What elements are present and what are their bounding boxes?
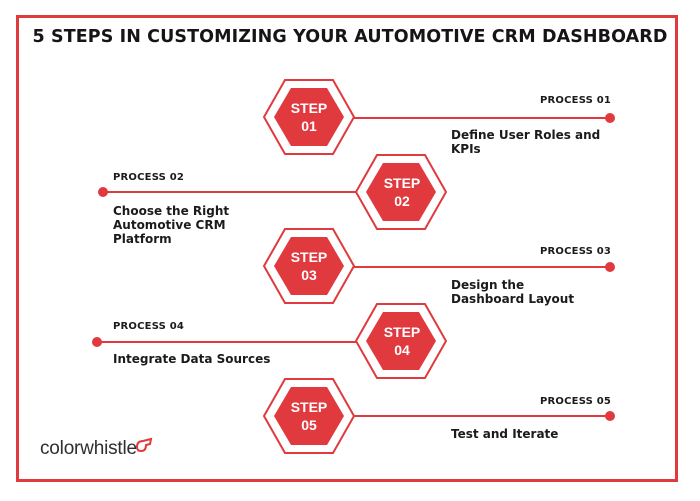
step-hexagon-02: STEP 02: [354, 154, 448, 230]
process-label-04: PROCESS 04: [113, 321, 185, 332]
process-description-04: Integrate Data Sources: [113, 352, 271, 366]
connector-1: [352, 113, 615, 123]
connector-4: [92, 337, 358, 347]
process-label-02: PROCESS 02: [113, 172, 185, 183]
connector-5: [352, 411, 615, 421]
step-hexagon-04: STEP 04: [354, 303, 448, 379]
step-label-03: STEP: [291, 249, 328, 265]
step-number-02: 02: [394, 193, 410, 209]
whistle-icon: [135, 437, 153, 453]
diagram-title: 5 STEPS IN CUSTOMIZING YOUR AUTOMOTIVE C…: [32, 27, 668, 47]
process-label-03: PROCESS 03: [540, 246, 612, 257]
step-label-01: STEP: [291, 100, 328, 116]
process-label-05: PROCESS 05: [540, 396, 612, 407]
step-number-05: 05: [301, 417, 317, 433]
step-label-04: STEP: [384, 324, 421, 340]
step-hexagon-01: STEP 01: [262, 79, 356, 155]
process-label-01: PROCESS 01: [540, 95, 612, 106]
process-description-01: Define User Roles and KPIs: [451, 128, 601, 156]
step-label-05: STEP: [291, 399, 328, 415]
step-number-03: 03: [301, 267, 317, 283]
step-label-02: STEP: [384, 175, 421, 191]
process-description-02: Choose the Right Automotive CRM Platform: [113, 204, 230, 246]
process-description-03: Design the Dashboard Layout: [451, 278, 575, 306]
step-hexagon-03: STEP 03: [262, 228, 356, 304]
step-hexagon-05: STEP 05: [262, 378, 356, 454]
connector-3: [352, 262, 615, 272]
process-description-05: Test and Iterate: [451, 427, 559, 441]
connector-2: [98, 187, 358, 197]
step-number-01: 01: [301, 118, 317, 134]
step-number-04: 04: [394, 342, 410, 358]
diagram-frame: [16, 15, 678, 482]
brand-logo: colorwhistle: [40, 438, 137, 459]
